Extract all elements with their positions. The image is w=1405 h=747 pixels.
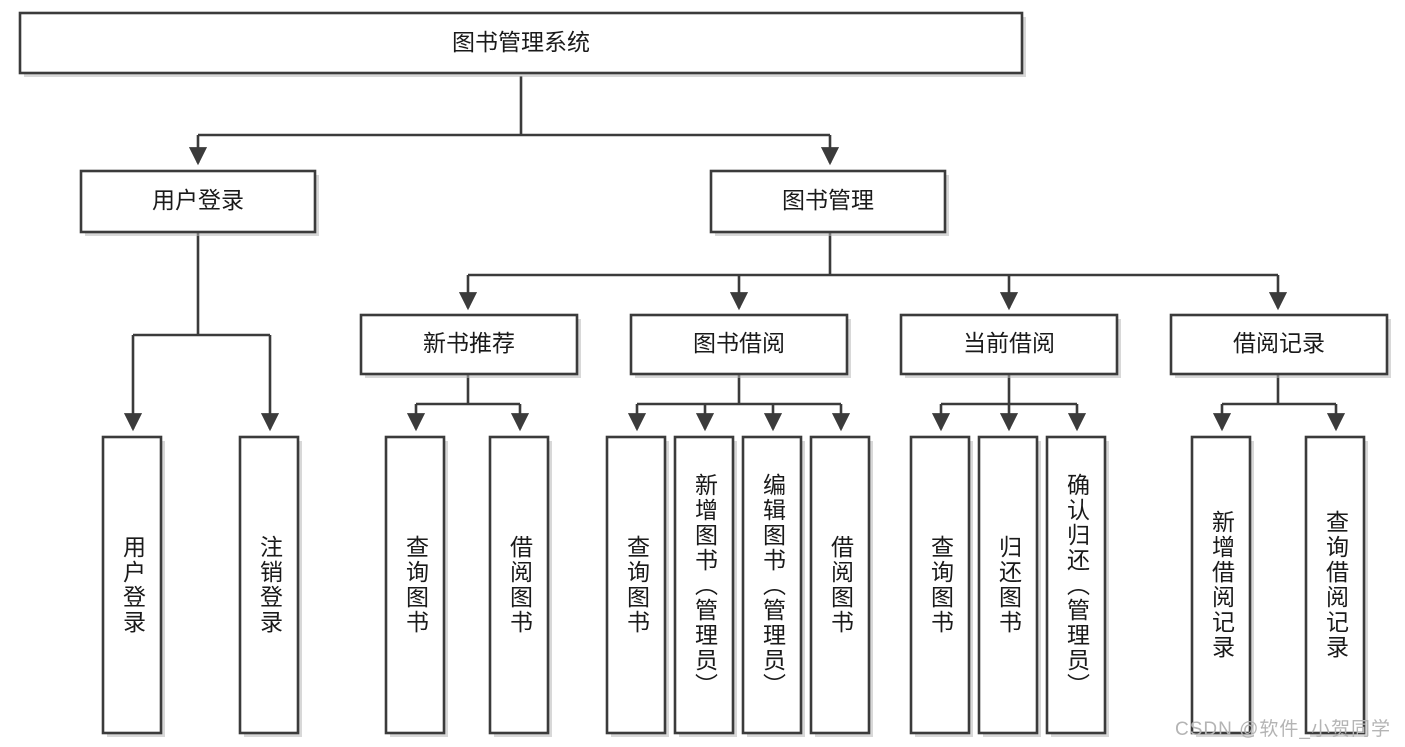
- csdn-watermark: CSDN @软件_小贺同学: [1175, 719, 1391, 740]
- node-book-borrow[interactable]: 图书借阅: [629, 313, 851, 378]
- node-current-borrow-label: 当前借阅: [963, 330, 1055, 356]
- node-leaf-query-record[interactable]: [1304, 435, 1368, 737]
- node-leaf-borrow-book-1[interactable]: [488, 435, 552, 737]
- node-leaf-query-book-2[interactable]: [605, 435, 669, 737]
- node-new-book-recommend[interactable]: 新书推荐: [359, 313, 581, 378]
- node-borrow-record[interactable]: 借阅记录: [1169, 313, 1391, 378]
- node-leaf-confirm-return[interactable]: [1045, 435, 1109, 737]
- node-leaf-add-book[interactable]: [673, 435, 737, 737]
- node-user-login[interactable]: 用户登录: [79, 169, 319, 236]
- node-borrow-record-label: 借阅记录: [1233, 330, 1325, 356]
- node-user-login-label: 用户登录: [152, 187, 244, 213]
- node-leaf-user-logout[interactable]: [238, 435, 302, 737]
- node-book-manage[interactable]: 图书管理: [709, 169, 949, 236]
- node-leaf-query-book-3[interactable]: [909, 435, 973, 737]
- node-book-manage-label: 图书管理: [782, 187, 874, 213]
- node-leaf-return-book[interactable]: [977, 435, 1041, 737]
- node-new-book-recommend-label: 新书推荐: [423, 330, 515, 356]
- node-leaf-edit-book[interactable]: [741, 435, 805, 737]
- node-current-borrow[interactable]: 当前借阅: [899, 313, 1121, 378]
- node-root[interactable]: 图书管理系统: [18, 11, 1026, 77]
- node-book-borrow-label: 图书借阅: [693, 330, 785, 356]
- node-root-label: 图书管理系统: [452, 29, 590, 55]
- leaf-box-group: [101, 435, 1368, 737]
- node-leaf-query-book-1[interactable]: [384, 435, 448, 737]
- node-leaf-add-record[interactable]: [1190, 435, 1254, 737]
- connector-group: [123, 76, 1346, 432]
- node-leaf-borrow-book-2[interactable]: [809, 435, 873, 737]
- node-leaf-user-login[interactable]: [101, 435, 165, 737]
